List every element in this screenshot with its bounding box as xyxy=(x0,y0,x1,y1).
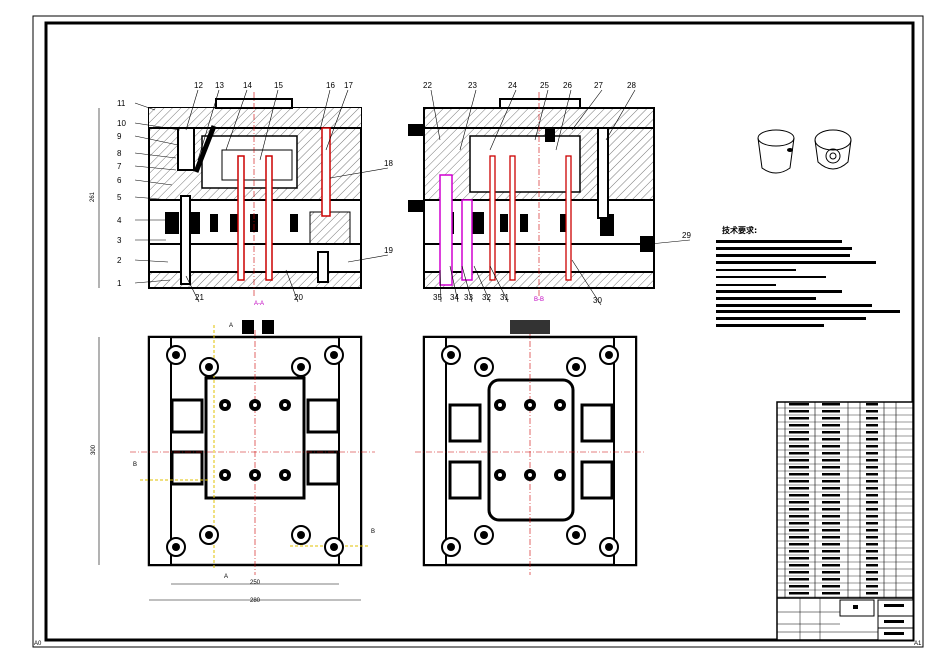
callout-17: 17 xyxy=(344,81,353,90)
callout-22: 22 xyxy=(423,81,432,90)
callout-32: 32 xyxy=(482,293,491,302)
technical-requirements-text xyxy=(716,240,900,327)
callout-9: 9 xyxy=(117,132,122,141)
dim-width-inner: 250 xyxy=(250,580,261,586)
callout-26: 26 xyxy=(563,81,572,90)
callout-7: 7 xyxy=(117,162,122,171)
callout-33: 33 xyxy=(464,293,473,302)
inner-frame xyxy=(44,21,915,642)
callout-1: 1 xyxy=(117,279,122,288)
callout-25: 25 xyxy=(540,81,549,90)
dim-height-left: 261 xyxy=(90,191,96,202)
callouts-right: 22 23 24 25 26 27 28 29 30 31 32 33 34 35 xyxy=(423,81,691,306)
callout-30: 30 xyxy=(593,296,602,305)
part-sketch-2 xyxy=(814,129,852,170)
technical-requirements-title: 技术要求: xyxy=(722,225,757,235)
plan-mark-left-b: B xyxy=(133,462,137,468)
callout-5: 5 xyxy=(117,193,122,202)
outer-frame xyxy=(32,15,924,648)
callout-23: 23 xyxy=(468,81,477,90)
callout-11: 11 xyxy=(117,99,126,108)
callout-31: 31 xyxy=(500,293,509,302)
callout-15: 15 xyxy=(274,81,283,90)
section-view-left: 2 6 1 xyxy=(90,92,362,296)
callout-18: 18 xyxy=(384,159,393,168)
corner-mark-right: A1 xyxy=(914,641,922,647)
callout-3: 3 xyxy=(117,236,122,245)
section-label-left: A-A xyxy=(254,301,264,307)
callout-27: 27 xyxy=(594,81,603,90)
title-block xyxy=(777,597,914,641)
callout-10: 10 xyxy=(117,119,126,128)
bolt-holes-left xyxy=(166,345,344,557)
callout-20: 20 xyxy=(294,293,303,302)
callout-35: 35 xyxy=(433,293,442,302)
section-view-right xyxy=(408,92,655,296)
plan-view-left: 300 250 280 A A B B xyxy=(91,320,375,604)
callout-12: 12 xyxy=(194,81,203,90)
callout-24: 24 xyxy=(508,81,517,90)
plan-mark-right-b: B xyxy=(371,529,375,535)
callout-19: 19 xyxy=(384,246,393,255)
bolt-holes-right xyxy=(441,345,619,557)
parts-list-rows xyxy=(777,403,913,598)
plan-view-right xyxy=(415,320,645,575)
section-label-right: B-B xyxy=(534,297,544,303)
callout-14: 14 xyxy=(243,81,252,90)
plan-mark-top-a: A xyxy=(229,323,233,329)
callout-28: 28 xyxy=(627,81,636,90)
dim-height-plan: 300 xyxy=(91,444,97,455)
callout-8: 8 xyxy=(117,149,122,158)
callout-6: 6 xyxy=(117,176,122,185)
part-sketch-1 xyxy=(757,129,795,174)
callout-16: 16 xyxy=(326,81,335,90)
callout-13: 13 xyxy=(215,81,224,90)
callout-4: 4 xyxy=(117,216,122,225)
callout-2: 2 xyxy=(117,256,122,265)
callout-34: 34 xyxy=(450,293,459,302)
callout-29: 29 xyxy=(682,231,691,240)
callout-21: 21 xyxy=(195,293,204,302)
dim-width-outer: 280 xyxy=(250,598,261,604)
plan-mark-bottom-a: A xyxy=(224,574,228,580)
corner-mark-left: A0 xyxy=(34,641,42,647)
